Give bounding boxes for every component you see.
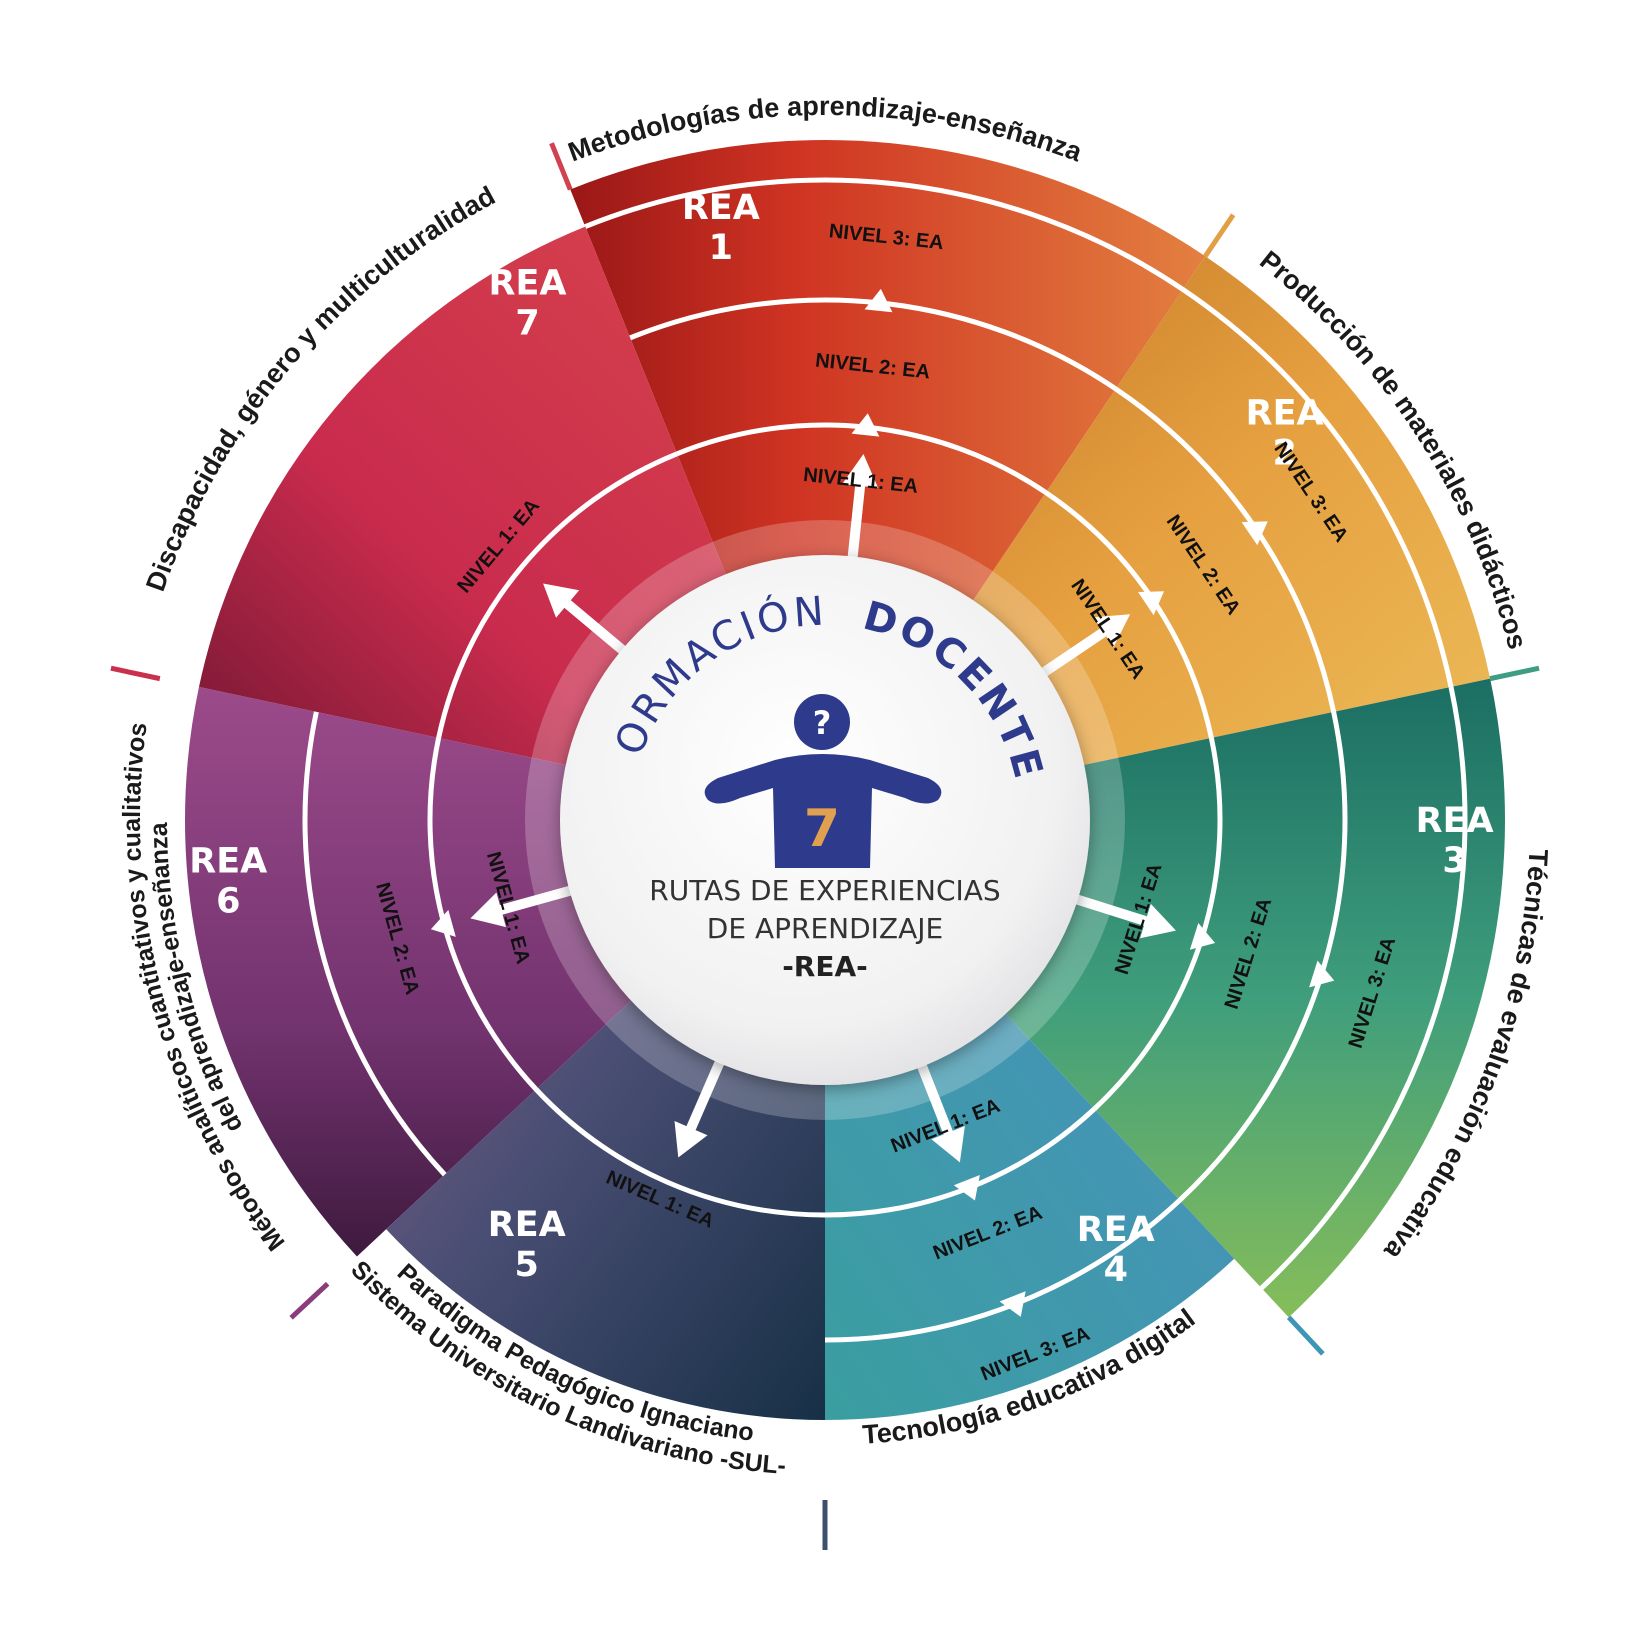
- level-ring-2-3: [1181, 287, 1454, 688]
- level-ring-5-1: [534, 1087, 826, 1218]
- level-pointer-icon: [1189, 923, 1216, 950]
- rea-number-1: 1: [709, 228, 733, 268]
- arrow-head-icon: [1140, 903, 1176, 939]
- level-pointer-icon: [953, 1174, 980, 1201]
- level-pointer-icon: [999, 1291, 1026, 1317]
- rea-word-5: REA: [488, 1205, 566, 1245]
- level-ring-6-2: [302, 711, 447, 1177]
- center-subtitle-line3: -REA-: [782, 950, 868, 983]
- level-ring-1-3: [584, 177, 1185, 292]
- rea-number-6: 6: [216, 882, 240, 922]
- level-pointer-icon: [430, 909, 456, 937]
- arrow-head-icon: [1093, 614, 1131, 648]
- separator-tick: [110, 665, 161, 682]
- rea-number-4: 4: [1104, 1250, 1128, 1290]
- separator-tick: [1489, 665, 1540, 682]
- rea-word-1: REA: [682, 188, 760, 228]
- level-ring-3-3: [1259, 686, 1468, 1290]
- arrow-head-icon: [470, 892, 507, 928]
- separator-tick: [1203, 213, 1236, 258]
- rea-word-6: REA: [189, 842, 267, 882]
- arrow-head-icon: [674, 1120, 708, 1158]
- rea-number-5: 5: [515, 1245, 539, 1285]
- rea-word-4: REA: [1077, 1210, 1155, 1250]
- question-mark-icon: ?: [813, 704, 832, 742]
- level-pointer-icon: [864, 288, 893, 313]
- level-rings: [302, 177, 1468, 1343]
- center-subtitle-line1: RUTAS DE EXPERIENCIAS: [649, 874, 1000, 907]
- level-pointer-icon: [1138, 591, 1165, 616]
- figure-number: 7: [804, 799, 840, 859]
- separator-tick: [1286, 1315, 1325, 1356]
- separator-tick: [549, 142, 573, 191]
- teacher-figure-icon: ? 7: [704, 694, 942, 868]
- arrow-head-icon: [931, 1126, 965, 1163]
- level-pointer-icon: [1309, 960, 1335, 988]
- separator-ticks: [110, 142, 1540, 1550]
- level-pointer-icon: [1241, 521, 1268, 546]
- center-subtitle-line2: DE APRENDIZAJE: [707, 912, 943, 945]
- separator-tick: [289, 1281, 330, 1320]
- arrow-head-icon: [842, 454, 879, 488]
- rea-word-7: REA: [489, 264, 567, 304]
- rea-number-3: 3: [1442, 841, 1466, 881]
- rea-word-2: REA: [1246, 393, 1324, 433]
- level-ring-7-1: [436, 451, 678, 739]
- rea-number-2: 2: [1272, 433, 1296, 473]
- rea-word-3: REA: [1416, 801, 1494, 841]
- level-pointer-icon: [851, 413, 880, 437]
- rea-number-7: 7: [515, 304, 539, 344]
- arrow-head-icon: [543, 583, 580, 618]
